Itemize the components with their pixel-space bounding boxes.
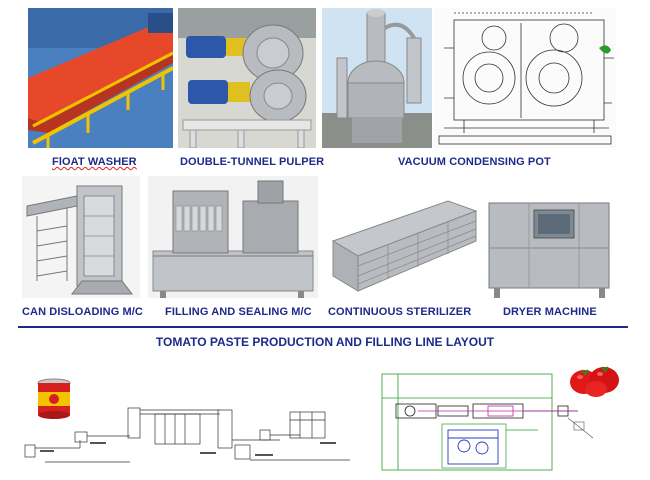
caption-dryer: DRYER MACHINE [503, 306, 597, 318]
caption-float-washer: FlOAT WASHER [52, 156, 137, 168]
sterilizer-photo [328, 196, 478, 298]
caption-vacuum-pot: VACUUM CONDENSING POT [398, 156, 551, 168]
can-disloading-photo [22, 176, 140, 298]
dryer-photo [484, 198, 614, 298]
caption-can-disloading: CAN DISLOADING M/C [22, 306, 143, 318]
filling-sealing-photo [148, 176, 318, 298]
tomato-can-icon [36, 378, 72, 420]
vacuum-pot-drawing [434, 8, 616, 148]
float-washer-photo [28, 8, 173, 148]
right-cad-drawing [378, 368, 608, 476]
caption-filling-sealing: FILLING AND SEALING M/C [165, 306, 312, 318]
caption-pulper: DOUBLE-TUNNEL PULPER [180, 156, 325, 168]
vacuum-pot-photo [322, 8, 432, 148]
layout-title: TOMATO PASTE PRODUCTION AND FILLING LINE… [155, 335, 495, 349]
caption-sterilizer: CONTINUOUS STERILIZER [328, 306, 472, 318]
pulper-photo [178, 8, 316, 148]
tomato-icon [566, 362, 622, 398]
section-divider [18, 326, 628, 328]
left-layout-drawing [20, 400, 360, 472]
